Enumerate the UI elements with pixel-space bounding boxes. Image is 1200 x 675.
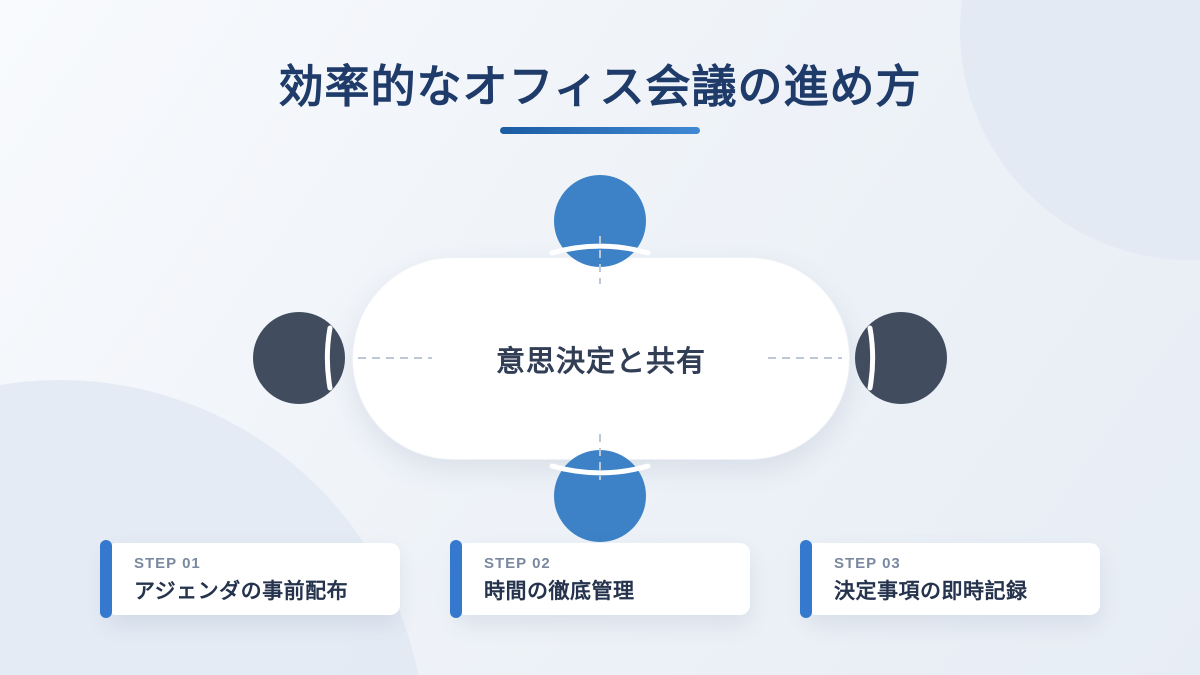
step-card-body: STEP 02 時間の徹底管理 xyxy=(456,543,750,615)
step-card-accent-bar xyxy=(450,540,462,618)
step-title: 時間の徹底管理 xyxy=(484,580,635,603)
node-circle-right xyxy=(855,312,947,404)
step-card-body: STEP 01 アジェンダの事前配布 xyxy=(106,543,400,615)
background-circle-bottom-left xyxy=(0,380,425,675)
center-pill: 意思決定と共有 xyxy=(352,257,850,460)
step-card-3: STEP 03 決定事項の即時記録 xyxy=(800,540,1100,618)
step-card-1: STEP 01 アジェンダの事前配布 xyxy=(100,540,400,618)
header: 効率的なオフィス会議の進め方 xyxy=(0,58,1200,134)
step-card-body: STEP 03 決定事項の即時記録 xyxy=(806,543,1100,615)
step-card-accent-bar xyxy=(100,540,112,618)
step-number-label: STEP 03 xyxy=(834,555,901,572)
center-pill-label: 意思決定と共有 xyxy=(495,345,706,378)
step-card-2: STEP 02 時間の徹底管理 xyxy=(450,540,750,618)
step-number-label: STEP 02 xyxy=(484,555,551,572)
step-title: アジェンダの事前配布 xyxy=(134,580,349,603)
page-title: 効率的なオフィス会議の進め方 xyxy=(278,61,922,112)
step-title: 決定事項の即時記録 xyxy=(834,580,1028,603)
node-circle-top xyxy=(554,175,646,267)
node-circle-bottom xyxy=(554,450,646,542)
title-underline xyxy=(500,126,700,134)
node-circle-left xyxy=(253,312,345,404)
step-number-label: STEP 01 xyxy=(134,555,201,572)
step-card-accent-bar xyxy=(800,540,812,618)
